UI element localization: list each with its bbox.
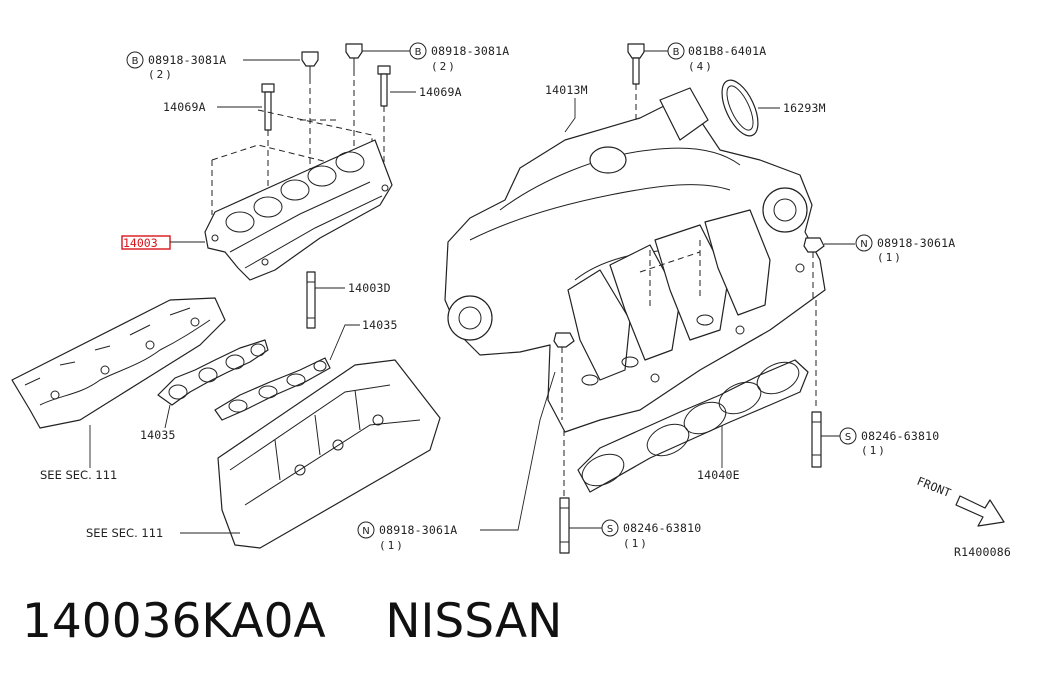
callout-s-stud-right: S 08246-63810 (1) [839, 427, 939, 457]
bolt-collector [627, 43, 645, 140]
stud-right [811, 300, 840, 468]
intake-manifold-14003 [204, 139, 393, 281]
part-number: 140036KA0A [22, 594, 326, 649]
svg-text:08918-3081A: 08918-3081A [148, 53, 226, 67]
svg-text:08918-3061A: 08918-3061A [379, 523, 457, 537]
gasket-14040e: 14040E [577, 359, 809, 493]
svg-text:B: B [415, 47, 422, 58]
callout-b-bolt-left: B 08918-3081A (2) [126, 51, 300, 81]
callout-stud-bolt-right: 14069A [390, 85, 462, 99]
svg-text:(2): (2) [148, 68, 174, 81]
svg-text:(1): (1) [623, 537, 649, 550]
svg-text:14013M: 14013M [545, 83, 588, 97]
stud-bolt-left [261, 83, 275, 195]
svg-text:N: N [860, 239, 867, 250]
cylinder-head-lower [217, 359, 441, 549]
svg-text:08918-3081A: 08918-3081A [431, 44, 509, 58]
svg-text:(1): (1) [861, 444, 887, 457]
nut-right [803, 237, 855, 300]
cylinder-head-upper [11, 297, 226, 429]
svg-text:08246-63810: 08246-63810 [623, 521, 701, 535]
svg-text:14069A: 14069A [163, 100, 206, 114]
svg-text:R1400086: R1400086 [954, 545, 1011, 559]
bolt-left-1 [301, 51, 319, 170]
callout-b-bolt-collector: B 081B8-6401A (4) [644, 42, 766, 73]
stud-14003d: 14003D [306, 271, 391, 329]
callout-collector: 14013M [545, 83, 588, 133]
callout-see-sec-upper: SEE SEC. 111 [40, 425, 117, 482]
svg-text:081B8-6401A: 081B8-6401A [688, 44, 766, 58]
svg-text:14003D: 14003D [348, 281, 391, 295]
svg-text:B: B [673, 47, 680, 58]
svg-text:14003: 14003 [123, 236, 158, 250]
svg-text:SEE SEC. 111: SEE SEC. 111 [40, 468, 117, 482]
intake-collector-14013m [444, 87, 826, 433]
part-caption: 140036KA0A NISSAN [22, 598, 562, 645]
svg-text:08918-3061A: 08918-3061A [877, 236, 955, 250]
svg-text:(1): (1) [877, 251, 903, 264]
svg-text:(1): (1) [379, 539, 405, 552]
callout-n-nut-lower: N 08918-3061A (1) [357, 521, 457, 552]
svg-text:S: S [607, 524, 613, 535]
svg-text:N: N [362, 526, 369, 537]
nut-lower [480, 332, 575, 531]
svg-text:16293M: 16293M [783, 101, 826, 115]
front-direction-indicator: FRONT [915, 474, 1005, 527]
svg-text:14069A: 14069A [419, 85, 462, 99]
brand-name: NISSAN [385, 594, 563, 649]
svg-text:(4): (4) [688, 60, 714, 73]
reference-number: R1400086 [954, 545, 1011, 559]
svg-text:14035: 14035 [362, 318, 398, 332]
svg-text:SEE SEC. 111: SEE SEC. 111 [86, 526, 163, 540]
svg-text:14035: 14035 [140, 428, 176, 442]
gasket-14035-right: 14035 [214, 318, 398, 421]
callout-n-nut-right: N 08918-3061A (1) [855, 234, 955, 264]
gasket-throttle-16293m: 16293M [721, 79, 826, 137]
callout-stud-bolt-left: 14069A [163, 100, 262, 114]
gasket-14035-left: 14035 [140, 339, 269, 442]
stud-lower [559, 430, 602, 554]
svg-text:B: B [132, 56, 139, 67]
svg-text:S: S [845, 432, 851, 443]
callout-s-stud-lower: S 08246-63810 (1) [601, 519, 701, 550]
callout-see-sec-lower: SEE SEC. 111 [86, 526, 240, 540]
svg-text:14040E: 14040E [697, 468, 740, 482]
svg-text:08246-63810: 08246-63810 [861, 429, 939, 443]
svg-text:(2): (2) [431, 60, 457, 73]
svg-text:FRONT: FRONT [915, 474, 953, 500]
callout-b-bolt-right: B 08918-3081A (2) [362, 42, 509, 73]
callout-manifold-highlight: 14003 [121, 235, 205, 250]
